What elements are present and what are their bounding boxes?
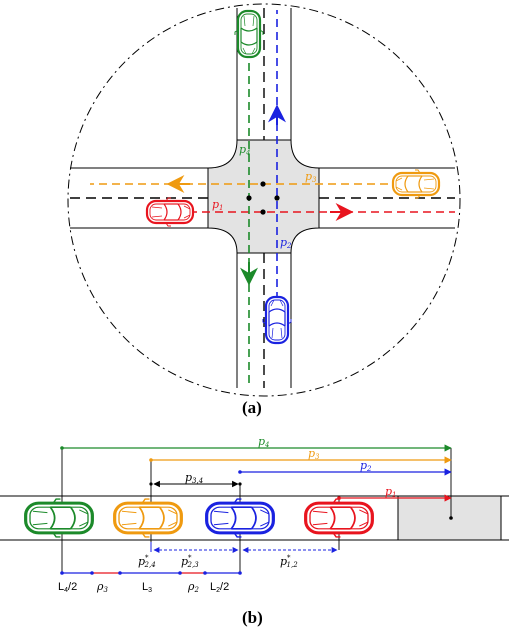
label-len-p4: p4 — [258, 435, 270, 449]
label-gap-p23: p*2,3 — [181, 554, 199, 569]
roads — [70, 8, 455, 388]
length-p4 — [60, 444, 452, 452]
intersection-area — [207, 139, 320, 254]
label-L2-half: L2/2 — [210, 581, 229, 594]
figure-b: p4 p3 p2 p1 p3,4 p*2,4 p*2,3 p*1,2 — [0, 435, 509, 594]
label-len-p3: p3 — [308, 447, 320, 461]
label-rho3: ρ3 — [96, 580, 108, 594]
label-p3: p3 — [305, 170, 317, 184]
label-rho2: ρ2 — [187, 580, 199, 594]
length-p3 — [149, 456, 452, 464]
label-L4-half: L4/2 — [58, 581, 77, 594]
figure-a: p1 p2 p3 p4 — [67, 3, 461, 397]
car-orange-b — [113, 497, 183, 539]
conflict-points — [246, 181, 280, 215]
car-green — [233, 9, 265, 59]
label-len-p2: p2 — [360, 459, 372, 473]
length-p34 — [149, 480, 242, 488]
car-blue-b — [205, 497, 275, 539]
car-blue — [261, 295, 293, 345]
label-len-p1: p1 — [385, 485, 397, 499]
length-p2 — [238, 468, 452, 476]
bottom-ruler — [60, 571, 242, 575]
label-p2: p2 — [280, 236, 292, 250]
car-green-b — [24, 497, 94, 539]
label-gap-p12: p*1,2 — [280, 554, 298, 569]
label-gap-p24: p*2,4 — [138, 554, 156, 569]
car-red-b — [304, 497, 374, 539]
label-p4: p4 — [239, 143, 251, 157]
car-red — [145, 196, 195, 228]
car-orange — [391, 168, 441, 200]
region-circle — [67, 3, 461, 397]
caption-b: (b) — [242, 608, 263, 627]
label-len-p34: p3,4 — [185, 471, 203, 485]
label-p1: p1 — [212, 198, 224, 212]
label-L3: L3 — [142, 581, 152, 594]
caption-a: (a) — [242, 398, 262, 417]
